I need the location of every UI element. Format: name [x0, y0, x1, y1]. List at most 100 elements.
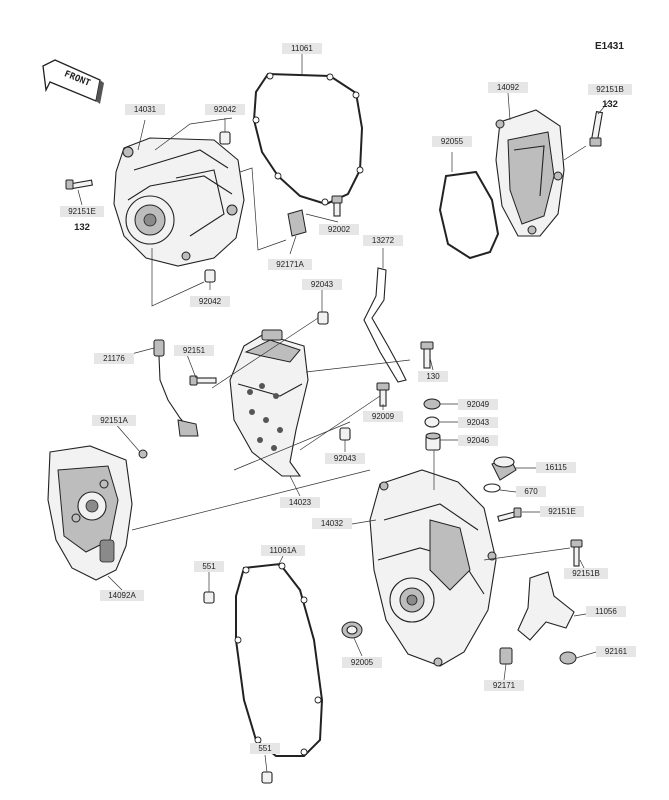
- svg-text:92049: 92049: [467, 400, 490, 409]
- svg-text:92043: 92043: [467, 418, 490, 427]
- svg-text:130: 130: [426, 372, 440, 381]
- seal-92049: [423, 398, 441, 410]
- bolt-92151b-top: [589, 111, 604, 147]
- part-label-92046: 92046: [458, 435, 498, 446]
- gasket-11061a-holes: [234, 562, 322, 756]
- bolt-92009: [376, 382, 390, 407]
- svg-text:92046: 92046: [467, 436, 490, 445]
- screw-92002: [331, 195, 343, 217]
- part-label-13272: 13272: [363, 235, 403, 246]
- bolt-92151a: [138, 449, 148, 459]
- part-label-92043-top: 92043: [302, 279, 342, 290]
- svg-text:551: 551: [202, 562, 216, 571]
- grommet-92171a: [287, 209, 307, 237]
- dowel-92043-right: [424, 416, 440, 428]
- diagram-code: E1431: [595, 41, 624, 52]
- plug-92046: [425, 432, 441, 451]
- part-label-14023: 14023: [280, 497, 320, 508]
- part-label-11061a: 11061A: [261, 545, 305, 556]
- cover-14092: [495, 109, 565, 237]
- leader-lines: [77, 54, 611, 773]
- svg-text:92171: 92171: [493, 681, 516, 690]
- dowel-551-bottom: [261, 771, 273, 784]
- part-label-670: 670: [516, 486, 546, 497]
- cover-14031: [113, 137, 245, 267]
- svg-text:14031: 14031: [134, 105, 157, 114]
- bolt-92151e-left: [65, 179, 93, 190]
- reference-132-right: 132: [602, 99, 618, 110]
- part-label-92009: 92009: [363, 411, 403, 422]
- svg-text:92005: 92005: [351, 658, 374, 667]
- part-label-92151e-left: 92151E: [60, 206, 104, 217]
- svg-text:92042: 92042: [199, 297, 222, 306]
- oil-seal-92005: [341, 621, 363, 639]
- svg-text:92151B: 92151B: [572, 569, 600, 578]
- o-ring-670: [483, 483, 501, 493]
- svg-text:92002: 92002: [328, 225, 351, 234]
- part-label-92002: 92002: [319, 224, 359, 235]
- part-label-14031: 14031: [125, 104, 165, 115]
- gasket-92055: [438, 170, 500, 260]
- svg-text:92171A: 92171A: [276, 260, 304, 269]
- svg-text:551: 551: [258, 744, 272, 753]
- dowel-92043-mid: [339, 427, 351, 441]
- part-label-92171a: 92171A: [268, 259, 312, 270]
- part-label-92151: 92151: [174, 345, 214, 356]
- part-label-92151e-right: 92151E: [540, 506, 584, 517]
- washer-92161: [559, 651, 577, 665]
- housing-14023: [229, 329, 309, 477]
- part-label-92042-top: 92042: [205, 104, 245, 115]
- svg-text:11061: 11061: [291, 44, 313, 53]
- part-label-14032: 14032: [312, 518, 352, 529]
- bolt-92151-center: [189, 375, 217, 386]
- cover-14032: [369, 469, 497, 667]
- part-label-551-top: 551: [194, 561, 224, 572]
- part-label-92151b-top: 92151B: [588, 84, 632, 95]
- part-label-92005: 92005: [342, 657, 382, 668]
- part-label-92161: 92161: [596, 646, 636, 657]
- svg-text:92055: 92055: [441, 137, 464, 146]
- part-label-16115: 16115: [536, 462, 576, 473]
- svg-text:13272: 13272: [372, 236, 395, 245]
- part-label-11061: 11061: [282, 43, 322, 54]
- part-label-14092: 14092: [488, 82, 528, 93]
- sensor-21176: [153, 339, 199, 437]
- svg-text:132: 132: [602, 99, 618, 110]
- part-label-92043-right: 92043: [458, 417, 498, 428]
- svg-text:92151: 92151: [183, 346, 206, 355]
- svg-text:92151E: 92151E: [548, 507, 576, 516]
- part-label-21176: 21176: [94, 353, 134, 364]
- svg-text:16115: 16115: [545, 463, 567, 472]
- gasket-11061: [252, 72, 364, 206]
- svg-text:92151B: 92151B: [596, 85, 624, 94]
- svg-text:21176: 21176: [103, 354, 125, 363]
- svg-text:92042: 92042: [214, 105, 237, 114]
- svg-text:14023: 14023: [289, 498, 312, 507]
- part-label-92151b-bottom: 92151B: [564, 568, 608, 579]
- reference-132-left: 132: [74, 222, 90, 233]
- svg-text:11061A: 11061A: [270, 546, 298, 555]
- svg-text:11056: 11056: [595, 607, 617, 616]
- part-label-130: 130: [418, 371, 448, 382]
- gasket-11061-holes: [252, 72, 364, 206]
- svg-text:670: 670: [524, 487, 538, 496]
- gasket-11061a: [235, 562, 324, 757]
- bolt-92151b-bottom: [570, 539, 583, 567]
- svg-text:92151E: 92151E: [68, 207, 96, 216]
- part-label-92042-bottom: 92042: [190, 296, 230, 307]
- part-label-92151a: 92151A: [92, 415, 136, 426]
- svg-text:92043: 92043: [334, 454, 357, 463]
- bolt-92151e-right: [497, 507, 522, 522]
- grommet-92171: [499, 647, 513, 665]
- svg-text:132: 132: [74, 222, 90, 233]
- part-label-551-bottom: 551: [250, 743, 280, 754]
- part-label-92049: 92049: [458, 399, 498, 410]
- part-label-14092a: 14092A: [100, 590, 144, 601]
- dowel-551-top: [203, 591, 215, 604]
- bracket-11056: [517, 571, 575, 641]
- part-label-92043-mid: 92043: [325, 453, 365, 464]
- svg-text:92043: 92043: [311, 280, 334, 289]
- dowel-92042-top: [219, 131, 231, 145]
- svg-text:92009: 92009: [372, 412, 395, 421]
